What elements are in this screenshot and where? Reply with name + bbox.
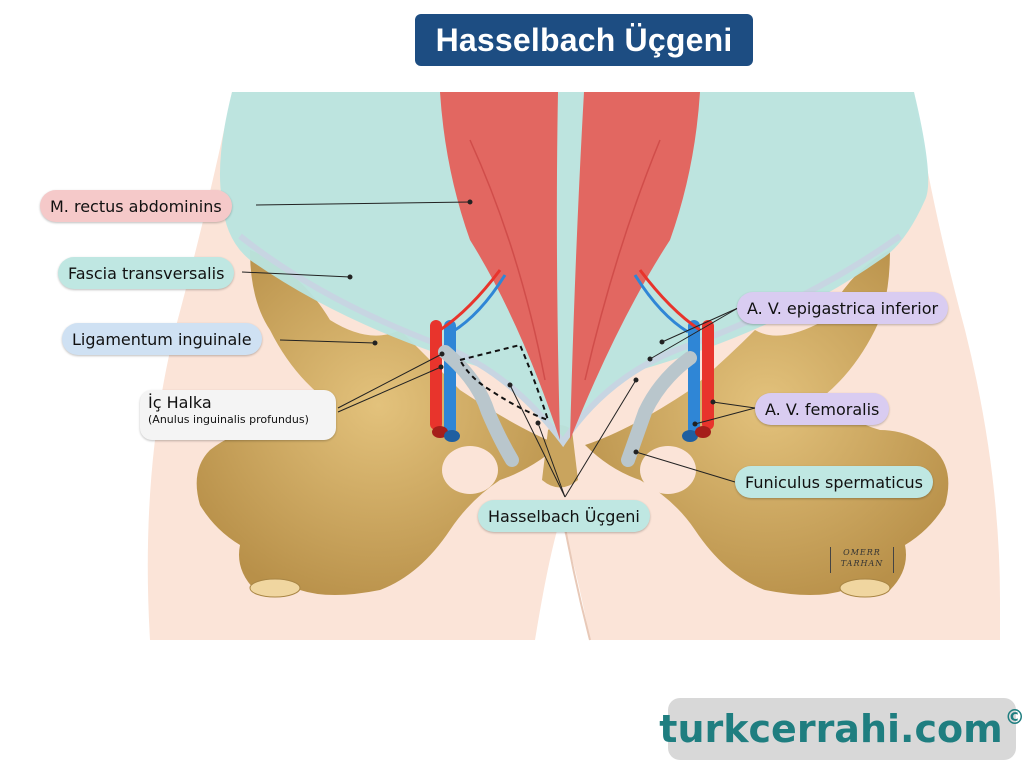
- label-femoralis: A. V. femoralis: [755, 393, 890, 425]
- label-fascia-transversalis: Fascia transversalis: [58, 257, 235, 289]
- rectus-abdominis-right: [570, 92, 700, 440]
- hasselbach-triangle-outline: [458, 343, 550, 422]
- label-ic-halka-sub: (Anulus inguinalis profundus): [148, 413, 309, 426]
- pelvic-bone-left: [196, 250, 560, 598]
- label-ic-halka-main: İç Halka: [148, 393, 212, 412]
- signature-line-1: OMERR: [843, 548, 881, 557]
- brand-text: turkcerrahi.com: [659, 707, 1003, 751]
- femoral-vessels-left: [430, 320, 460, 442]
- copyright-mark: ©: [1004, 705, 1024, 729]
- epigastric-vein-left: [451, 274, 507, 334]
- spermatic-cord-left: [438, 345, 519, 467]
- label-funiculus-spermaticus: Funiculus spermaticus: [735, 466, 934, 498]
- rectus-abdominis-left: [440, 92, 560, 440]
- label-rectus-abdominis: M. rectus abdominins: [40, 190, 232, 222]
- epigastric-artery-left: [439, 269, 502, 332]
- label-ic-halka: İç Halka (Anulus inguinalis profundus): [140, 390, 336, 440]
- label-hasselbach-ucgeni: Hasselbach Üçgeni: [478, 500, 650, 532]
- artist-signature: OMERR TARHAN: [830, 547, 894, 573]
- label-epigastrica-inferior: A. V. epigastrica inferior: [737, 292, 949, 324]
- page-title: Hasselbach Üçgeni: [415, 14, 753, 66]
- label-ligamentum-inguinale: Ligamentum inguinale: [62, 323, 262, 355]
- fascia-transversalis-sheet: [219, 92, 929, 442]
- leader-lines: [241, 199, 756, 498]
- epigastric-vein-right: [633, 274, 689, 334]
- epigastric-artery-right: [638, 269, 701, 332]
- brand-watermark: turkcerrahi.com©: [659, 698, 1024, 760]
- signature-line-2: TARHAN: [840, 559, 884, 568]
- spermatic-cord-right: [621, 351, 697, 467]
- pubic-symphysis: [542, 425, 578, 488]
